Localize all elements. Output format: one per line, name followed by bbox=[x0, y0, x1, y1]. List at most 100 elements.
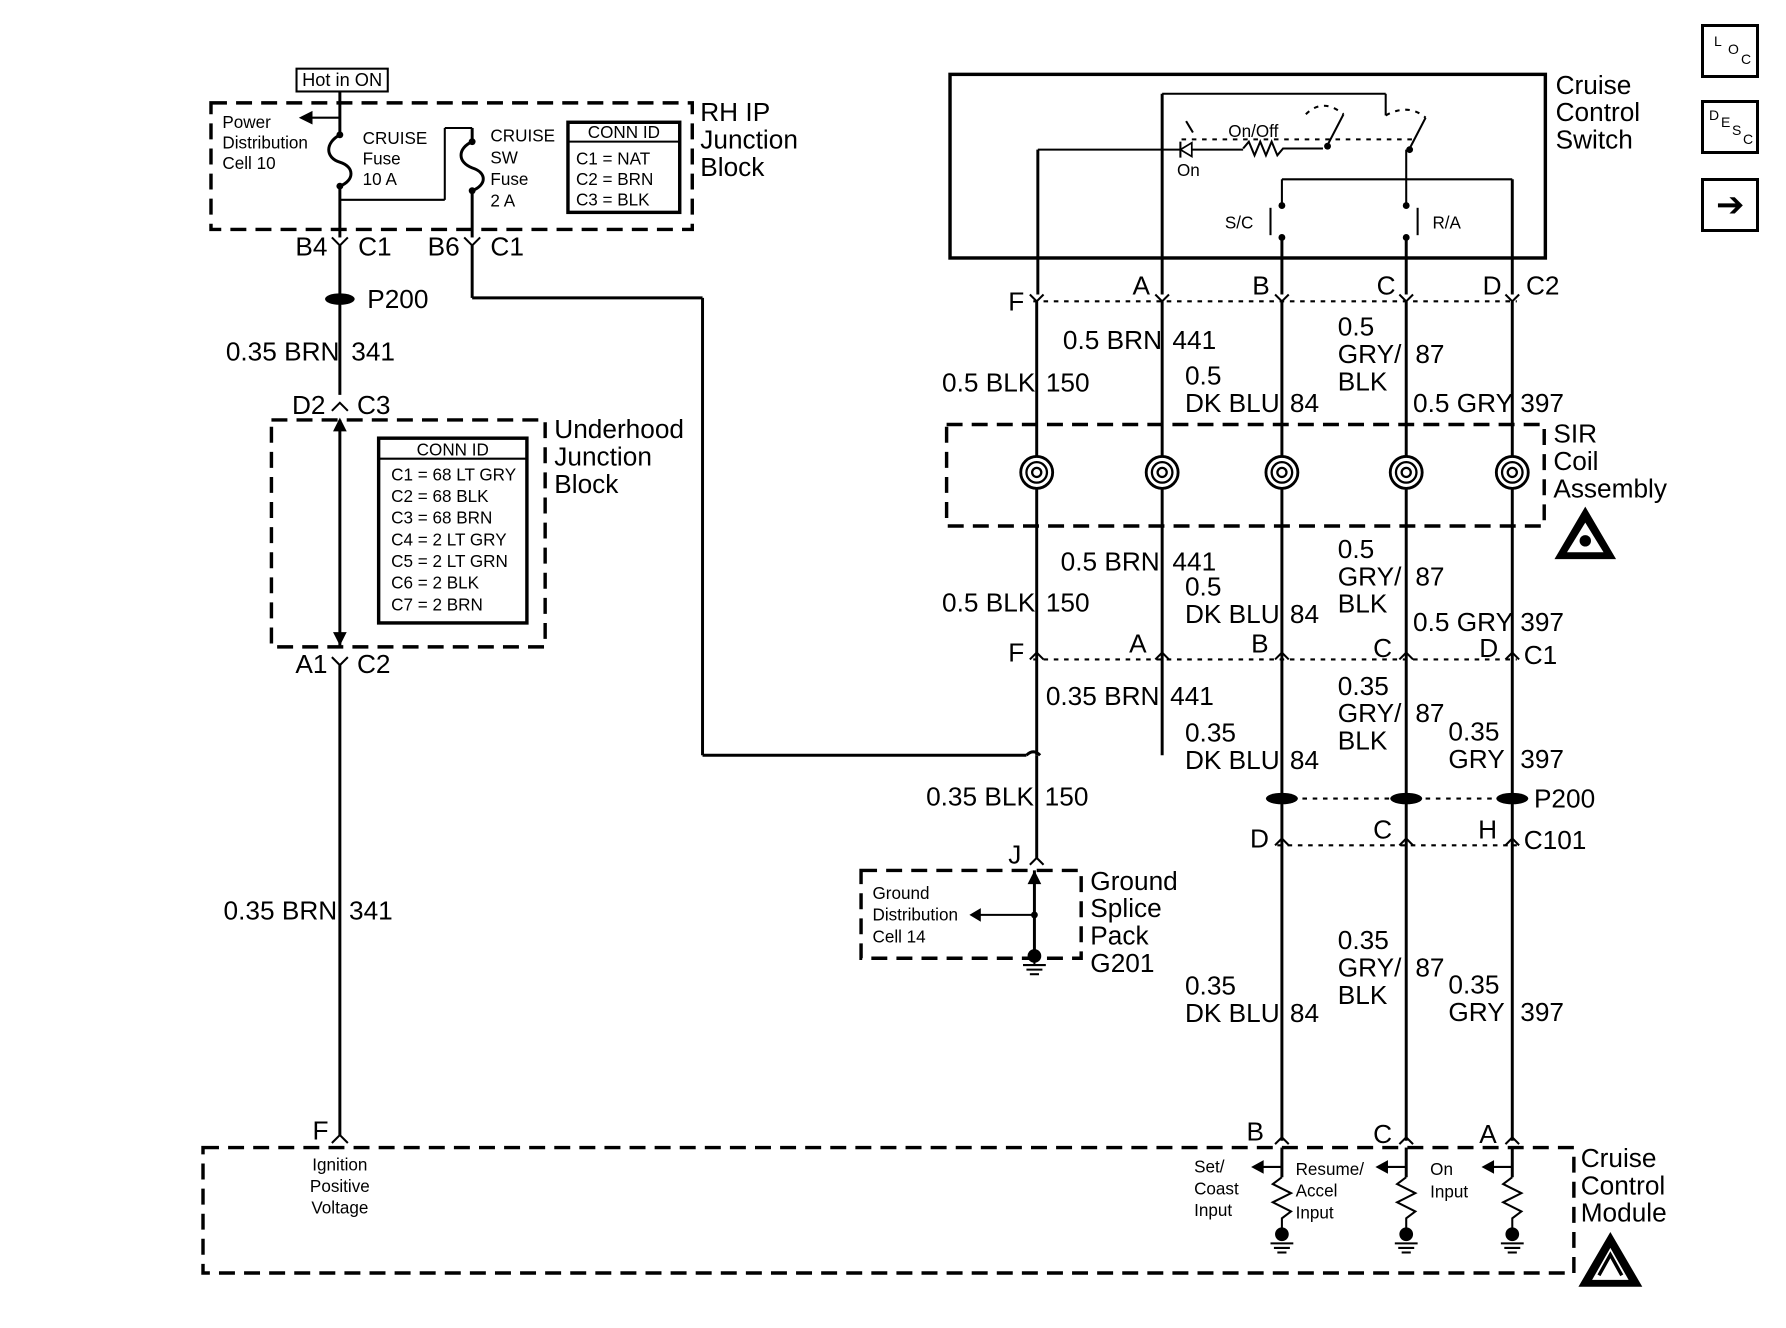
ccs-conn-c2: C2 bbox=[1526, 270, 1560, 300]
sir-conn-c1: C1 bbox=[1524, 640, 1558, 670]
ccs-sc: S/C bbox=[1225, 213, 1254, 232]
hot-label: Hot in ON bbox=[302, 69, 382, 90]
uh-pin-a1: A1 bbox=[295, 649, 327, 679]
w-lower-397-gauge-2: GRY bbox=[1448, 744, 1504, 774]
uh-conn-7: C7 = 2 BRN bbox=[391, 595, 483, 614]
w-lower-397-circuit: 397 bbox=[1520, 744, 1564, 774]
ccs-name-3: Switch bbox=[1556, 125, 1633, 155]
rh-ip-junction-block bbox=[209, 101, 694, 232]
w-upper-441-circuit: 441 bbox=[1172, 325, 1216, 355]
w-mid-150-gauge: 0.5 BLK bbox=[942, 588, 1036, 618]
rh-ip-name-3: Block bbox=[700, 152, 765, 182]
desc-letter-s: S bbox=[1732, 122, 1742, 138]
w-upper-441-gauge: 0.5 BRN bbox=[1063, 325, 1162, 355]
desc-button[interactable]: D E S C bbox=[1701, 100, 1759, 154]
ccs-on: On bbox=[1177, 161, 1200, 180]
ccm-pin-a: A bbox=[1479, 1119, 1497, 1149]
underhood-junction-block bbox=[269, 418, 547, 649]
arrow-down-icon bbox=[333, 632, 347, 646]
w-upper-87-gauge-3: BLK bbox=[1338, 366, 1388, 396]
gsp-name-1: Ground bbox=[1090, 866, 1177, 896]
w-mid-441-circuit: 441 bbox=[1172, 546, 1216, 576]
ccm-set-3: Input bbox=[1194, 1201, 1232, 1220]
w-upper-150-gauge: 0.5 BLK bbox=[942, 367, 1036, 397]
coil-icon bbox=[1388, 455, 1424, 490]
rh-ip-pin-b4: B4 bbox=[295, 232, 327, 262]
loc-button[interactable]: L O C bbox=[1701, 24, 1759, 78]
sir-pin-d: D bbox=[1479, 633, 1498, 663]
wire341-gauge-bottom: 0.35 BRN bbox=[224, 895, 338, 925]
w-bot-87-gauge-3: BLK bbox=[1338, 980, 1388, 1010]
c101-pin-d: D bbox=[1250, 824, 1269, 854]
ground-icon bbox=[1023, 964, 1046, 976]
uh-conn-2: C2 = 68 BLK bbox=[391, 487, 489, 506]
ccs-pin-b: B bbox=[1252, 270, 1270, 300]
uh-name-2: Junction bbox=[554, 442, 652, 472]
uh-pin-d2: D2 bbox=[292, 390, 326, 420]
ground-splice-pack bbox=[859, 868, 1083, 960]
fuse1-line1: CRUISE bbox=[363, 129, 428, 148]
power-dist-3: Cell 10 bbox=[222, 154, 275, 173]
arrow-left-icon bbox=[969, 908, 981, 922]
w-mid-87-gauge-1: 0.5 bbox=[1338, 534, 1374, 564]
ccs-name-2: Control bbox=[1556, 97, 1641, 127]
uh-conn-3: C3 = 68 BRN bbox=[391, 509, 492, 528]
w-mid-150-circuit: 150 bbox=[1046, 588, 1090, 618]
c101-pin-c: C bbox=[1373, 814, 1392, 844]
w-bot-87-circuit: 87 bbox=[1415, 952, 1444, 982]
ccm-ign-1: Ignition bbox=[312, 1155, 367, 1174]
w-lower-84-gauge-1: 0.35 bbox=[1185, 718, 1236, 748]
gsp-name-4: G201 bbox=[1090, 948, 1154, 978]
arrow-up-icon bbox=[1027, 870, 1042, 885]
fuse-icon bbox=[459, 140, 485, 193]
resistor-icon bbox=[1242, 138, 1323, 159]
desc-letter-e: E bbox=[1721, 114, 1731, 130]
sir-pin-f: F bbox=[1008, 638, 1024, 668]
next-button[interactable]: ➔ bbox=[1701, 178, 1759, 232]
w-bot-84-gauge-2: DK BLU bbox=[1185, 998, 1280, 1028]
w-mid-397-gauge: 0.5 GRY bbox=[1413, 607, 1513, 637]
w-upper-150-circuit: 150 bbox=[1046, 367, 1090, 397]
w-upper-84-circuit: 84 bbox=[1290, 388, 1319, 418]
w-lower-87-gauge-2: GRY/ bbox=[1338, 698, 1402, 728]
power-dist-1: Power bbox=[222, 113, 271, 132]
ccm-res-1: Resume/ bbox=[1296, 1160, 1365, 1179]
ccm-pin-f: F bbox=[312, 1116, 328, 1146]
gsp-inner-3: Cell 14 bbox=[872, 927, 925, 946]
fuse2-line3: Fuse bbox=[490, 170, 528, 189]
rh-ip-conn-2: C2 = BRN bbox=[576, 170, 653, 189]
ccm-input-on bbox=[1481, 1147, 1524, 1254]
w-bot-397-circuit: 397 bbox=[1520, 997, 1564, 1027]
fuse1-line3: 10 A bbox=[363, 170, 398, 189]
fuse-icon bbox=[327, 133, 353, 188]
w-mid-87-circuit: 87 bbox=[1415, 561, 1444, 591]
w-upper-87-circuit: 87 bbox=[1415, 339, 1444, 369]
w-bot-397-gauge-1: 0.35 bbox=[1448, 970, 1499, 1000]
w-bot-87-gauge-2: GRY/ bbox=[1338, 952, 1402, 982]
w-mid-397-circuit: 397 bbox=[1520, 607, 1564, 637]
p200-top-label: P200 bbox=[367, 284, 428, 314]
fuse1-line2: Fuse bbox=[363, 149, 401, 168]
splice-p200-top bbox=[325, 293, 355, 305]
esd-warning-icon bbox=[1578, 1231, 1643, 1287]
ccm-input-set-coast bbox=[1251, 1147, 1294, 1254]
c101-pin-h: H bbox=[1478, 814, 1497, 844]
ccm-input-resume-accel bbox=[1375, 1147, 1418, 1254]
w-lower-84-circuit: 84 bbox=[1290, 745, 1319, 775]
gsp-pin-j: J bbox=[1008, 840, 1021, 870]
w150-lower-circuit: 150 bbox=[1045, 781, 1089, 811]
w-lower-87-gauge-1: 0.35 bbox=[1338, 671, 1389, 701]
ccm-name-1: Cruise bbox=[1581, 1143, 1657, 1173]
splice-p200-397 bbox=[1496, 792, 1529, 805]
rh-ip-pin-c1-a: C1 bbox=[358, 232, 392, 262]
led-icon bbox=[1178, 141, 1193, 158]
sir-name-3: Assembly bbox=[1553, 473, 1668, 503]
w-lower-441-circuit: 441 bbox=[1170, 681, 1214, 711]
ccm-name-2: Control bbox=[1581, 1170, 1666, 1200]
rh-ip-conn-3: C3 = BLK bbox=[576, 191, 650, 210]
ccm-pin-c: C bbox=[1373, 1119, 1392, 1149]
w-bot-84-gauge-1: 0.35 bbox=[1185, 971, 1236, 1001]
w-bot-397-gauge-2: GRY bbox=[1448, 997, 1504, 1027]
